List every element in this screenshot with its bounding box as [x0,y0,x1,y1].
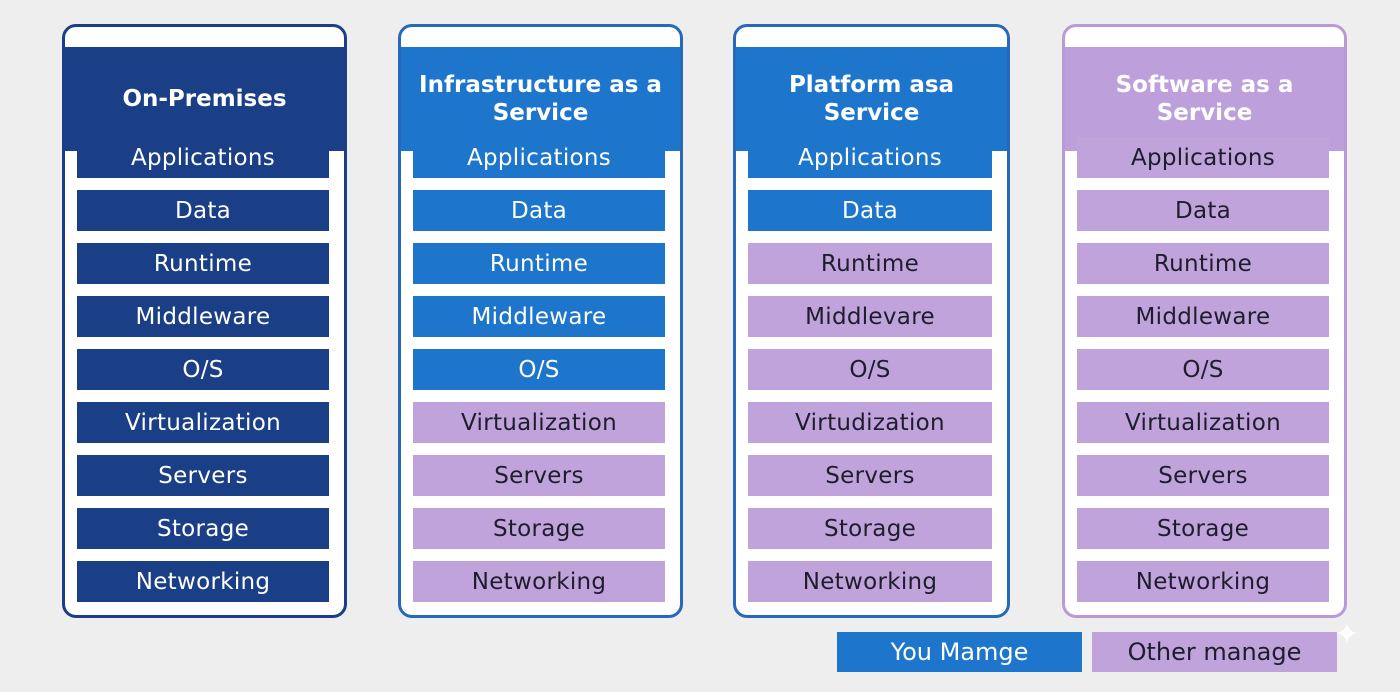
layer-virtualization: Virtualization [1077,402,1329,443]
layer-o-s: O/S [748,349,992,390]
column-title: Platform asa Service [736,47,1007,151]
layer-networking: Networking [748,561,992,602]
layer-applications: Applications [1077,137,1329,178]
layer-networking: Networking [77,561,329,602]
layer-storage: Storage [77,508,329,549]
layer-applications: Applications [413,137,665,178]
layer-data: Data [413,190,665,231]
column-title: Infrastructure as a Service [401,47,680,151]
layer-middleware: Middleware [77,296,329,337]
sparkle-icon: ✦ [1334,617,1360,652]
layer-servers: Servers [748,455,992,496]
layer-virtualization: Virtualization [77,402,329,443]
layer-servers: Servers [413,455,665,496]
layer-middleware: Middleware [1077,296,1329,337]
layer-o-s: O/S [77,349,329,390]
layer-storage: Storage [1077,508,1329,549]
layer-o-s: O/S [1077,349,1329,390]
layer-data: Data [77,190,329,231]
layer-data: Data [1077,190,1329,231]
layer-middleware: Middleware [413,296,665,337]
layer-networking: Networking [1077,561,1329,602]
layer-applications: Applications [77,137,329,178]
column-title: On-Premises [65,47,344,151]
layer-o-s: O/S [413,349,665,390]
layer-runtime: Runtime [77,243,329,284]
legend-other-manage: Other manage [1092,632,1337,672]
legend-you-manage: You Mamge [837,632,1082,672]
model-column-iaas: Infrastructure as a Service Applications… [398,24,683,618]
layer-runtime: Runtime [748,243,992,284]
layer-networking: Networking [413,561,665,602]
layer-servers: Servers [1077,455,1329,496]
layer-runtime: Runtime [413,243,665,284]
layer-data: Data [748,190,992,231]
layer-runtime: Runtime [1077,243,1329,284]
layer-middlevare: Middlevare [748,296,992,337]
layer-servers: Servers [77,455,329,496]
layer-storage: Storage [748,508,992,549]
layer-virtudization: Virtudization [748,402,992,443]
column-title: Software as a Service [1065,47,1344,151]
layer-virtualization: Virtualization [413,402,665,443]
layer-applications: Applications [748,137,992,178]
layer-storage: Storage [413,508,665,549]
